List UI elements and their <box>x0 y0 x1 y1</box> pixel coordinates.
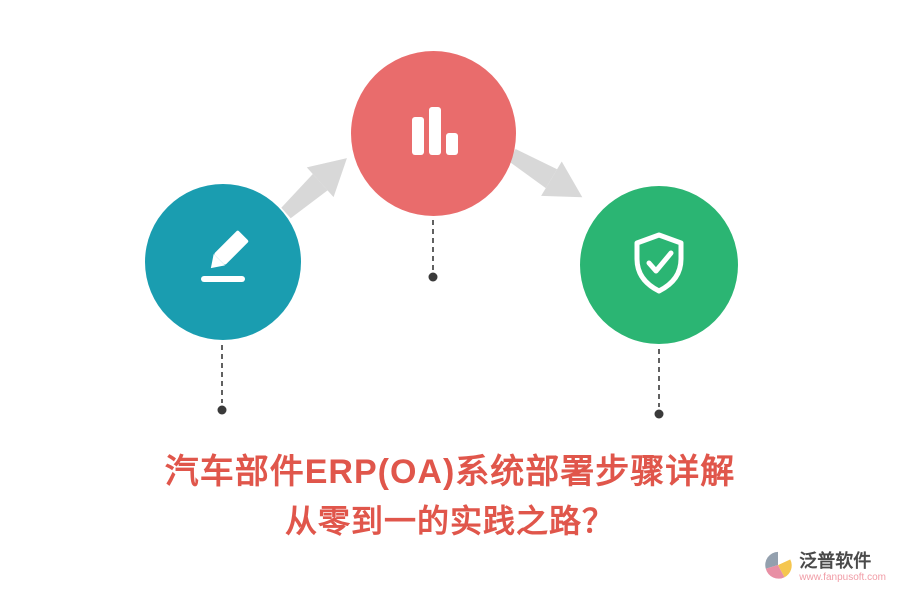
brand-logo: 泛普软件 www.fanpusoft.com <box>763 549 886 586</box>
connector-step-2 <box>428 220 438 282</box>
headline-line-2: 从零到一的实践之路？ <box>284 503 615 539</box>
connector-step-1 <box>217 345 227 415</box>
logo-url: www.fanpusoft.com <box>799 571 886 583</box>
pencil-edit-icon <box>187 224 259 301</box>
step-circle-edit <box>145 184 301 340</box>
logo-text: 泛普软件 <box>799 551 872 572</box>
shield-check-icon <box>621 225 697 306</box>
step-circle-shield <box>580 186 738 344</box>
headline-line-1: 汽车部件ERP(OA)系统部署步骤详解 <box>164 453 736 491</box>
step-circle-chart <box>351 51 516 216</box>
bar-chart-icon <box>396 93 472 174</box>
arrow-up-right-icon <box>281 158 347 219</box>
connector-step-3 <box>654 349 664 419</box>
arrow-down-right-icon <box>508 148 583 198</box>
fanpu-logo-icon <box>763 549 793 586</box>
